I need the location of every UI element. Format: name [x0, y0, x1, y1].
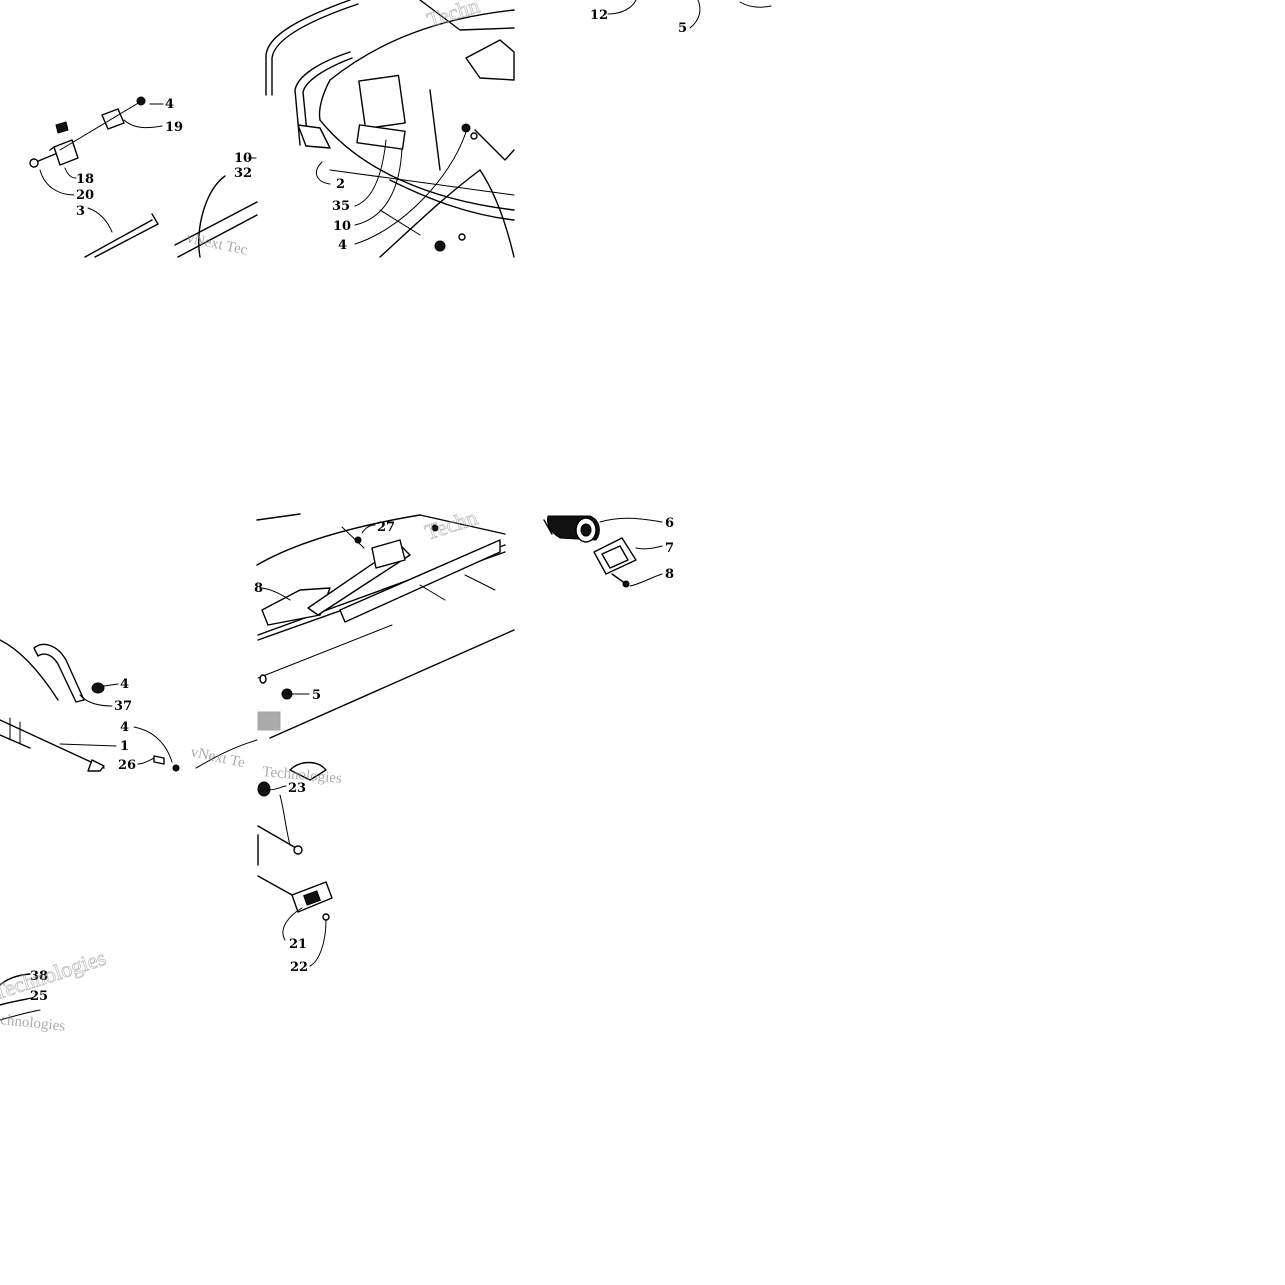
watermark: Techn	[422, 504, 481, 544]
callout-label: 7	[665, 541, 674, 556]
reflector-part	[257, 875, 333, 921]
washer-part	[259, 674, 267, 684]
tile-top-right: 12 5	[590, 0, 772, 36]
tile-mid-left: 4 37 4 1 26 vNext Te	[0, 639, 258, 773]
callout-label: 20	[76, 188, 94, 203]
callout-label: 8	[254, 581, 263, 596]
screw-part	[611, 573, 630, 588]
callout-label: 37	[114, 699, 132, 714]
fender-part	[0, 639, 105, 772]
callout-label: 32	[234, 166, 252, 181]
callout-label: 4	[165, 97, 174, 112]
callout-label: 4	[120, 677, 129, 692]
nut-part	[172, 764, 180, 772]
callout-label: 8	[665, 567, 674, 582]
rail-part	[84, 213, 159, 258]
tile-bottom-left: 38 25 Technologies chnologies	[0, 944, 109, 1035]
callout-label: 4	[338, 238, 347, 253]
bolt-part	[29, 151, 61, 168]
callout-label: 6	[665, 516, 674, 531]
watermark: vNext Tec	[185, 230, 249, 259]
watermark: chnologies	[0, 1012, 66, 1035]
callout-label: 5	[312, 688, 321, 703]
bracket-part	[49, 121, 79, 166]
nut-part	[136, 96, 146, 106]
spacer-part	[153, 755, 165, 765]
callout-label: 19	[165, 120, 183, 135]
tile-mid-center: 27 8 5 23 21 22 Techn Technologies	[254, 504, 515, 975]
callout-label: 23	[288, 781, 306, 796]
callout-label: 5	[678, 21, 687, 36]
seal-strip-part	[33, 643, 85, 703]
nut-part	[281, 688, 293, 700]
trim-part	[174, 175, 258, 258]
callout-label: 35	[332, 199, 350, 214]
callout-label: 26	[118, 758, 136, 773]
tile-mid-right: 6 7 8	[543, 515, 674, 588]
callout-label: 10	[234, 151, 252, 166]
callout-label: 38	[30, 969, 48, 984]
watermark: Technologies	[0, 945, 109, 1005]
watermark: Technologies	[262, 764, 343, 787]
grab-bar-part	[265, 0, 359, 149]
debris-speck	[257, 711, 281, 731]
callout-label: 4	[120, 720, 129, 735]
watermark: Techn	[424, 0, 483, 33]
callout-label: 18	[76, 172, 94, 187]
headlight-part	[543, 515, 600, 543]
callout-label: 2	[336, 177, 345, 192]
plate-part	[101, 108, 125, 130]
side-panel-part	[256, 513, 515, 739]
callout-label: 25	[30, 989, 48, 1004]
tile-top-left: 4 19 18 20 3 10 32 vNext Tec	[29, 96, 258, 259]
callout-label: 27	[377, 520, 395, 535]
callout-label: 22	[290, 960, 308, 975]
bezel-part	[593, 537, 637, 575]
callout-label: 12	[590, 8, 608, 23]
callout-label: 3	[76, 204, 85, 219]
tile-top-middle: 2 35 10 4 Techn	[265, 0, 515, 258]
callout-label: 21	[289, 937, 307, 952]
hood-panel	[318, 0, 515, 258]
nut-part	[91, 682, 105, 694]
callout-label: 10	[333, 219, 351, 234]
callout-label: 1	[120, 739, 129, 754]
